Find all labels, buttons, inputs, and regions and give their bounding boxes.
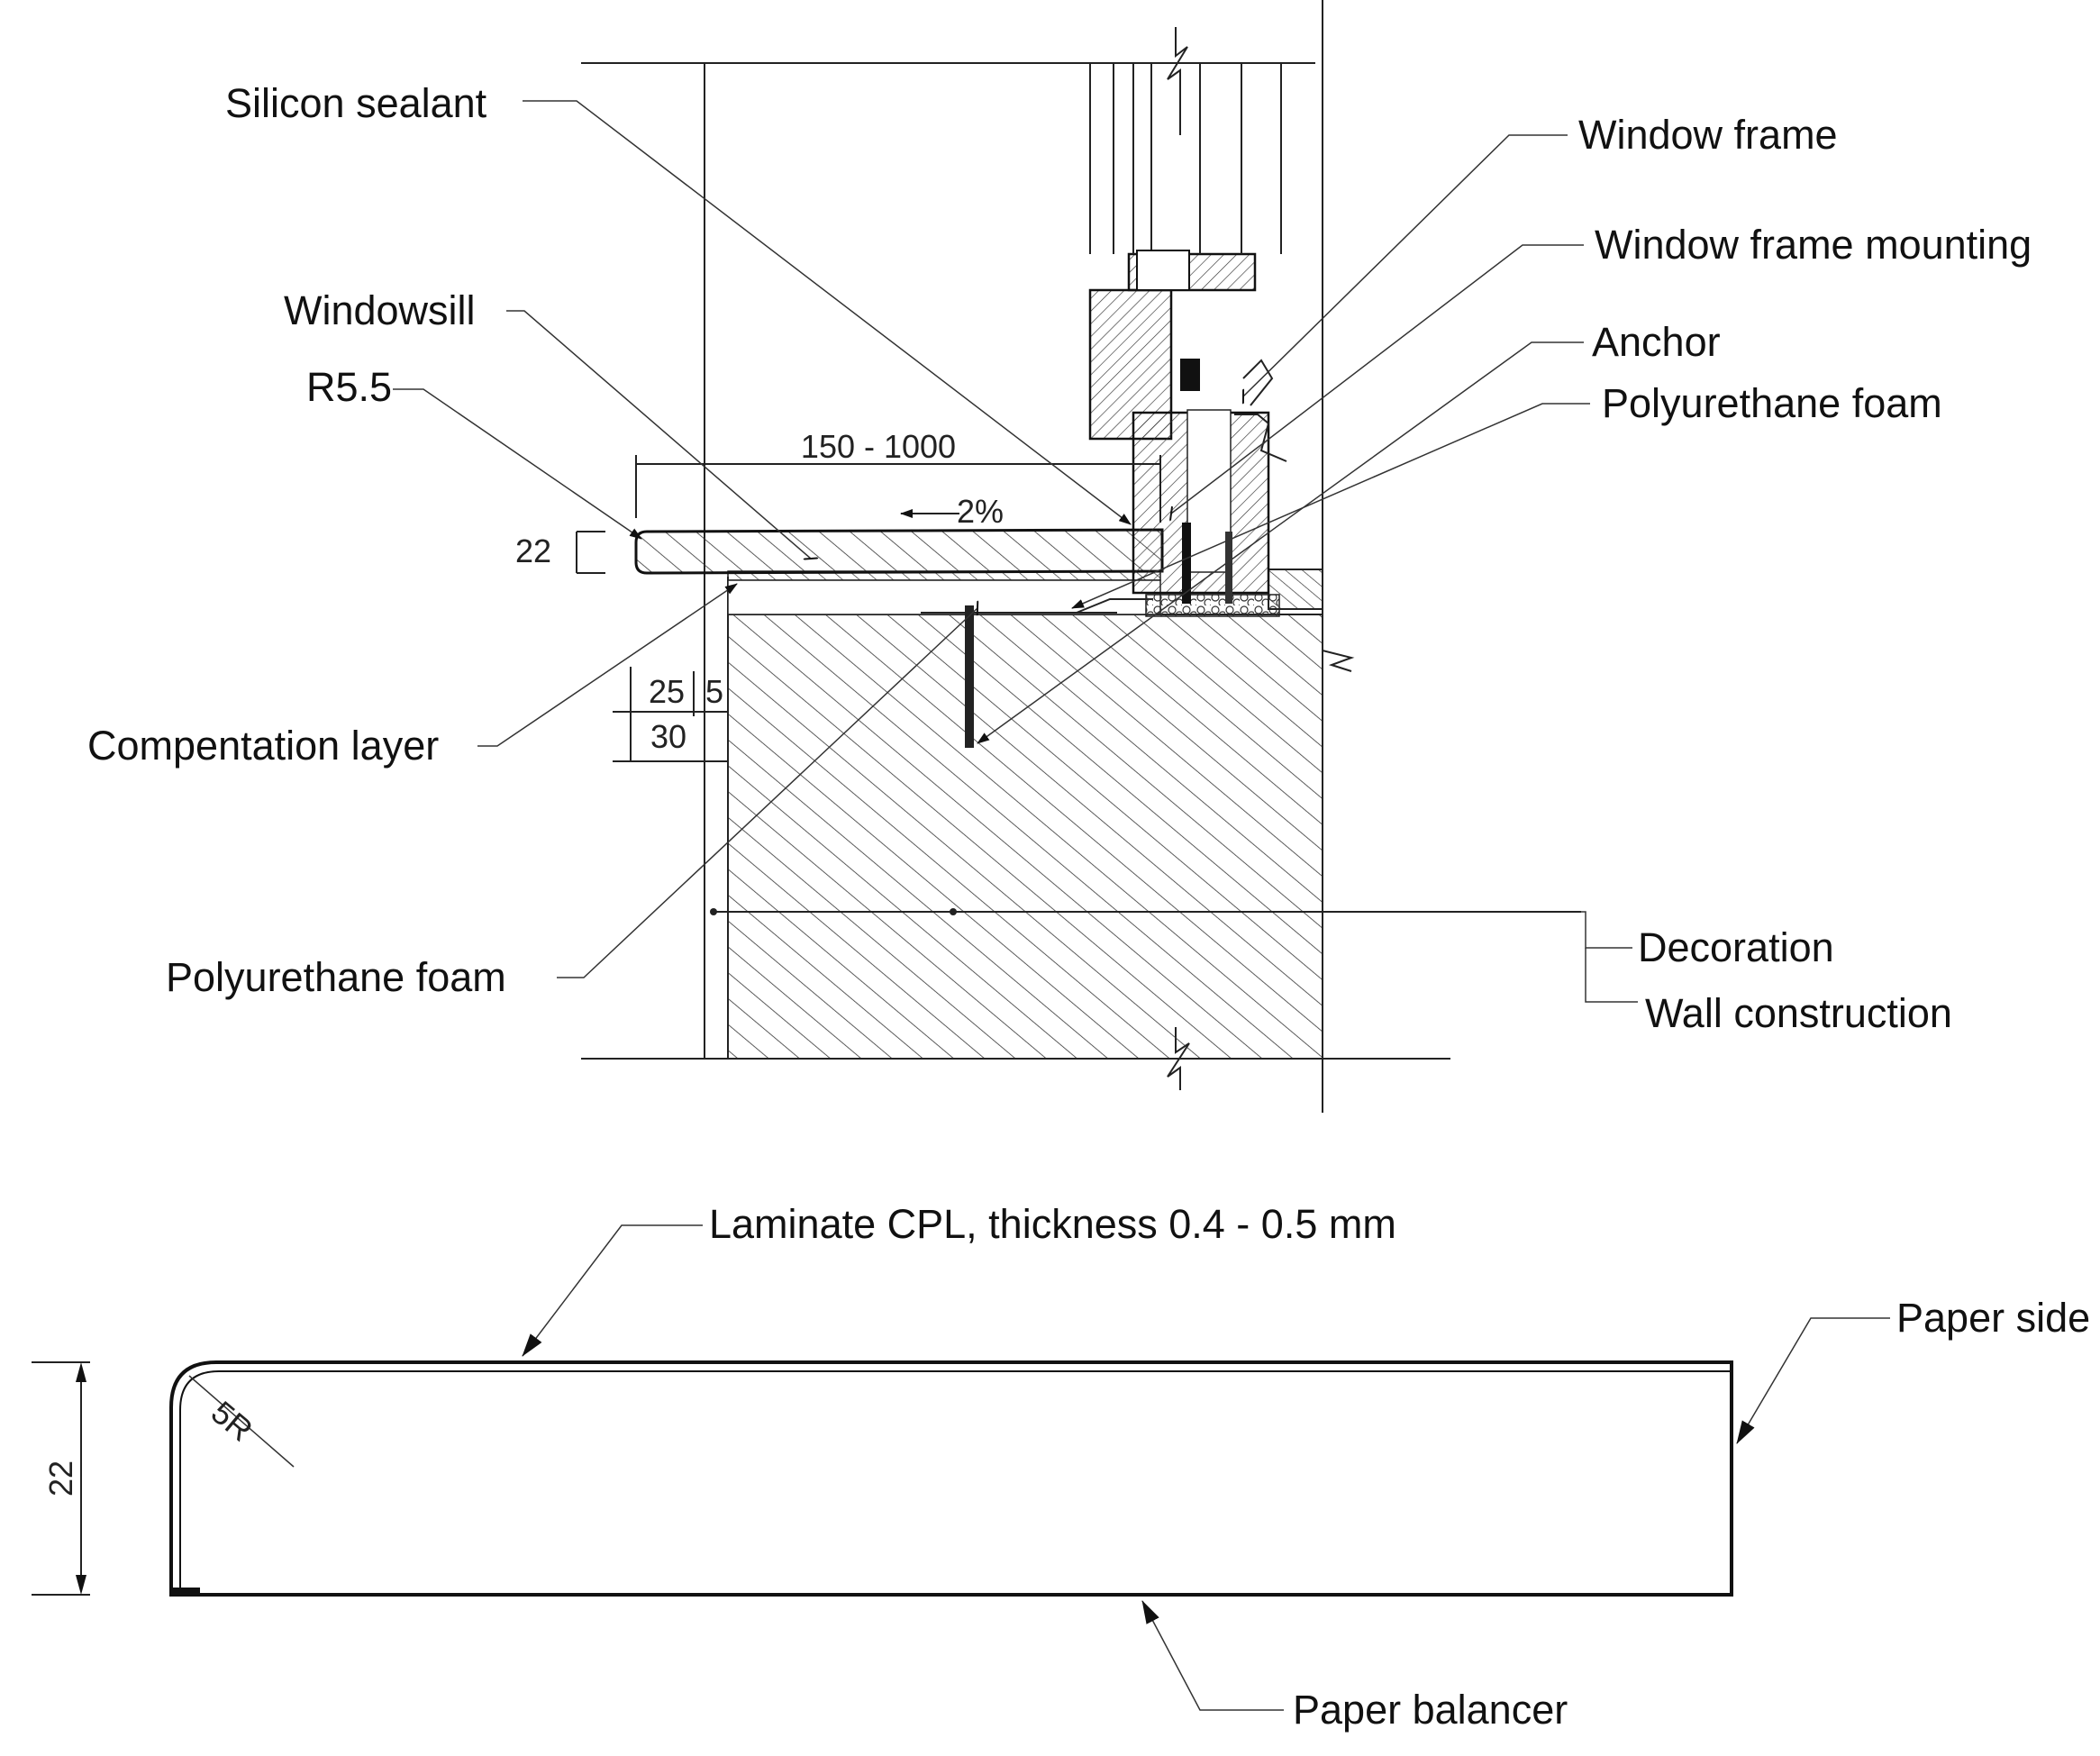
polyurethane-foam-bead <box>1145 594 1280 617</box>
label-polyurethane-foam-right: Polyurethane foam <box>1602 380 1942 426</box>
dim-5-label: 5 <box>705 673 723 710</box>
profile-dim-label: 22 <box>42 1460 79 1497</box>
leader-paper-balancer <box>1141 1600 1284 1711</box>
mounting-screw-2 <box>1225 532 1232 604</box>
label-silicon-sealant: Silicon sealant <box>225 80 487 126</box>
label-wall-construction: Wall construction <box>1645 990 1952 1036</box>
label-window-frame-mounting: Window frame mounting <box>1595 222 2032 268</box>
label-windowsill: Windowsill <box>284 287 476 333</box>
anchor-bend <box>1076 598 1153 614</box>
wall-construction-block <box>727 614 1323 1060</box>
label-anchor: Anchor <box>1592 319 1721 365</box>
slope-label: 2% <box>957 493 1004 530</box>
profile-board <box>169 1360 1733 1597</box>
frame-flashing <box>1234 414 1287 462</box>
decoration-dot-2 <box>950 908 957 915</box>
dim-25-label: 25 <box>649 673 685 710</box>
profile-laminate-layer <box>179 1370 1732 1590</box>
leader-window-frame-mounting <box>1171 244 1584 514</box>
dim-30-label: 30 <box>650 718 686 755</box>
radius-leader <box>188 1375 295 1468</box>
label-paper-side: Paper side <box>1896 1295 2090 1341</box>
mounting-screw-1 <box>1182 523 1191 604</box>
leader-r55 <box>393 388 642 540</box>
profile-corner-mark <box>171 1588 200 1595</box>
dim-sill-depth-label: 150 - 1000 <box>801 428 956 465</box>
glass-spacer <box>1136 250 1190 291</box>
leader-compensation-layer <box>477 583 738 747</box>
profile-dim-arrow-top <box>76 1362 86 1382</box>
leader-decoration <box>1581 911 1632 949</box>
leader-windowsill <box>506 310 811 559</box>
dim-22-label: 22 <box>515 532 551 569</box>
label-decoration: Decoration <box>1638 924 1834 970</box>
windowsill-board <box>634 528 1164 575</box>
profile-dim-arrow-bottom <box>76 1575 86 1595</box>
leader-silicon-sealant <box>523 100 1132 525</box>
leader-paper-side <box>1736 1317 1890 1444</box>
top-break-mark <box>1167 27 1188 135</box>
label-compensation-layer: Compentation layer <box>87 723 439 769</box>
section-drawing: 150 - 1000 2% 22 25 5 30 Silicon sealant… <box>87 0 2032 1113</box>
anchor-bar <box>965 605 974 748</box>
leader-anchor <box>977 341 1584 744</box>
label-laminate: Laminate CPL, thickness 0.4 - 0.5 mm <box>709 1201 1396 1247</box>
label-window-frame: Window frame <box>1578 112 1838 158</box>
outer-sill-block <box>1268 569 1323 610</box>
leader-polyurethane-foam-right <box>1071 403 1590 609</box>
leader-polyurethane-foam-left <box>557 608 977 978</box>
label-polyurethane-foam-left: Polyurethane foam <box>166 954 506 1000</box>
side-break-mark <box>1322 650 1355 672</box>
decoration-dot-1 <box>710 908 717 915</box>
leader-laminate <box>522 1224 703 1357</box>
frame-bead <box>1242 359 1274 406</box>
frame-chamber <box>1186 409 1232 573</box>
profile-drawing: 5R 22 Laminate CPL, thickness 0.4 - 0.5 … <box>32 1201 2090 1733</box>
label-paper-balancer: Paper balancer <box>1293 1687 1568 1733</box>
leader-window-frame <box>1243 134 1568 396</box>
leader-wall-construction <box>1585 948 1638 1003</box>
frame-gasket <box>1180 359 1200 391</box>
label-r55: R5.5 <box>306 364 392 410</box>
